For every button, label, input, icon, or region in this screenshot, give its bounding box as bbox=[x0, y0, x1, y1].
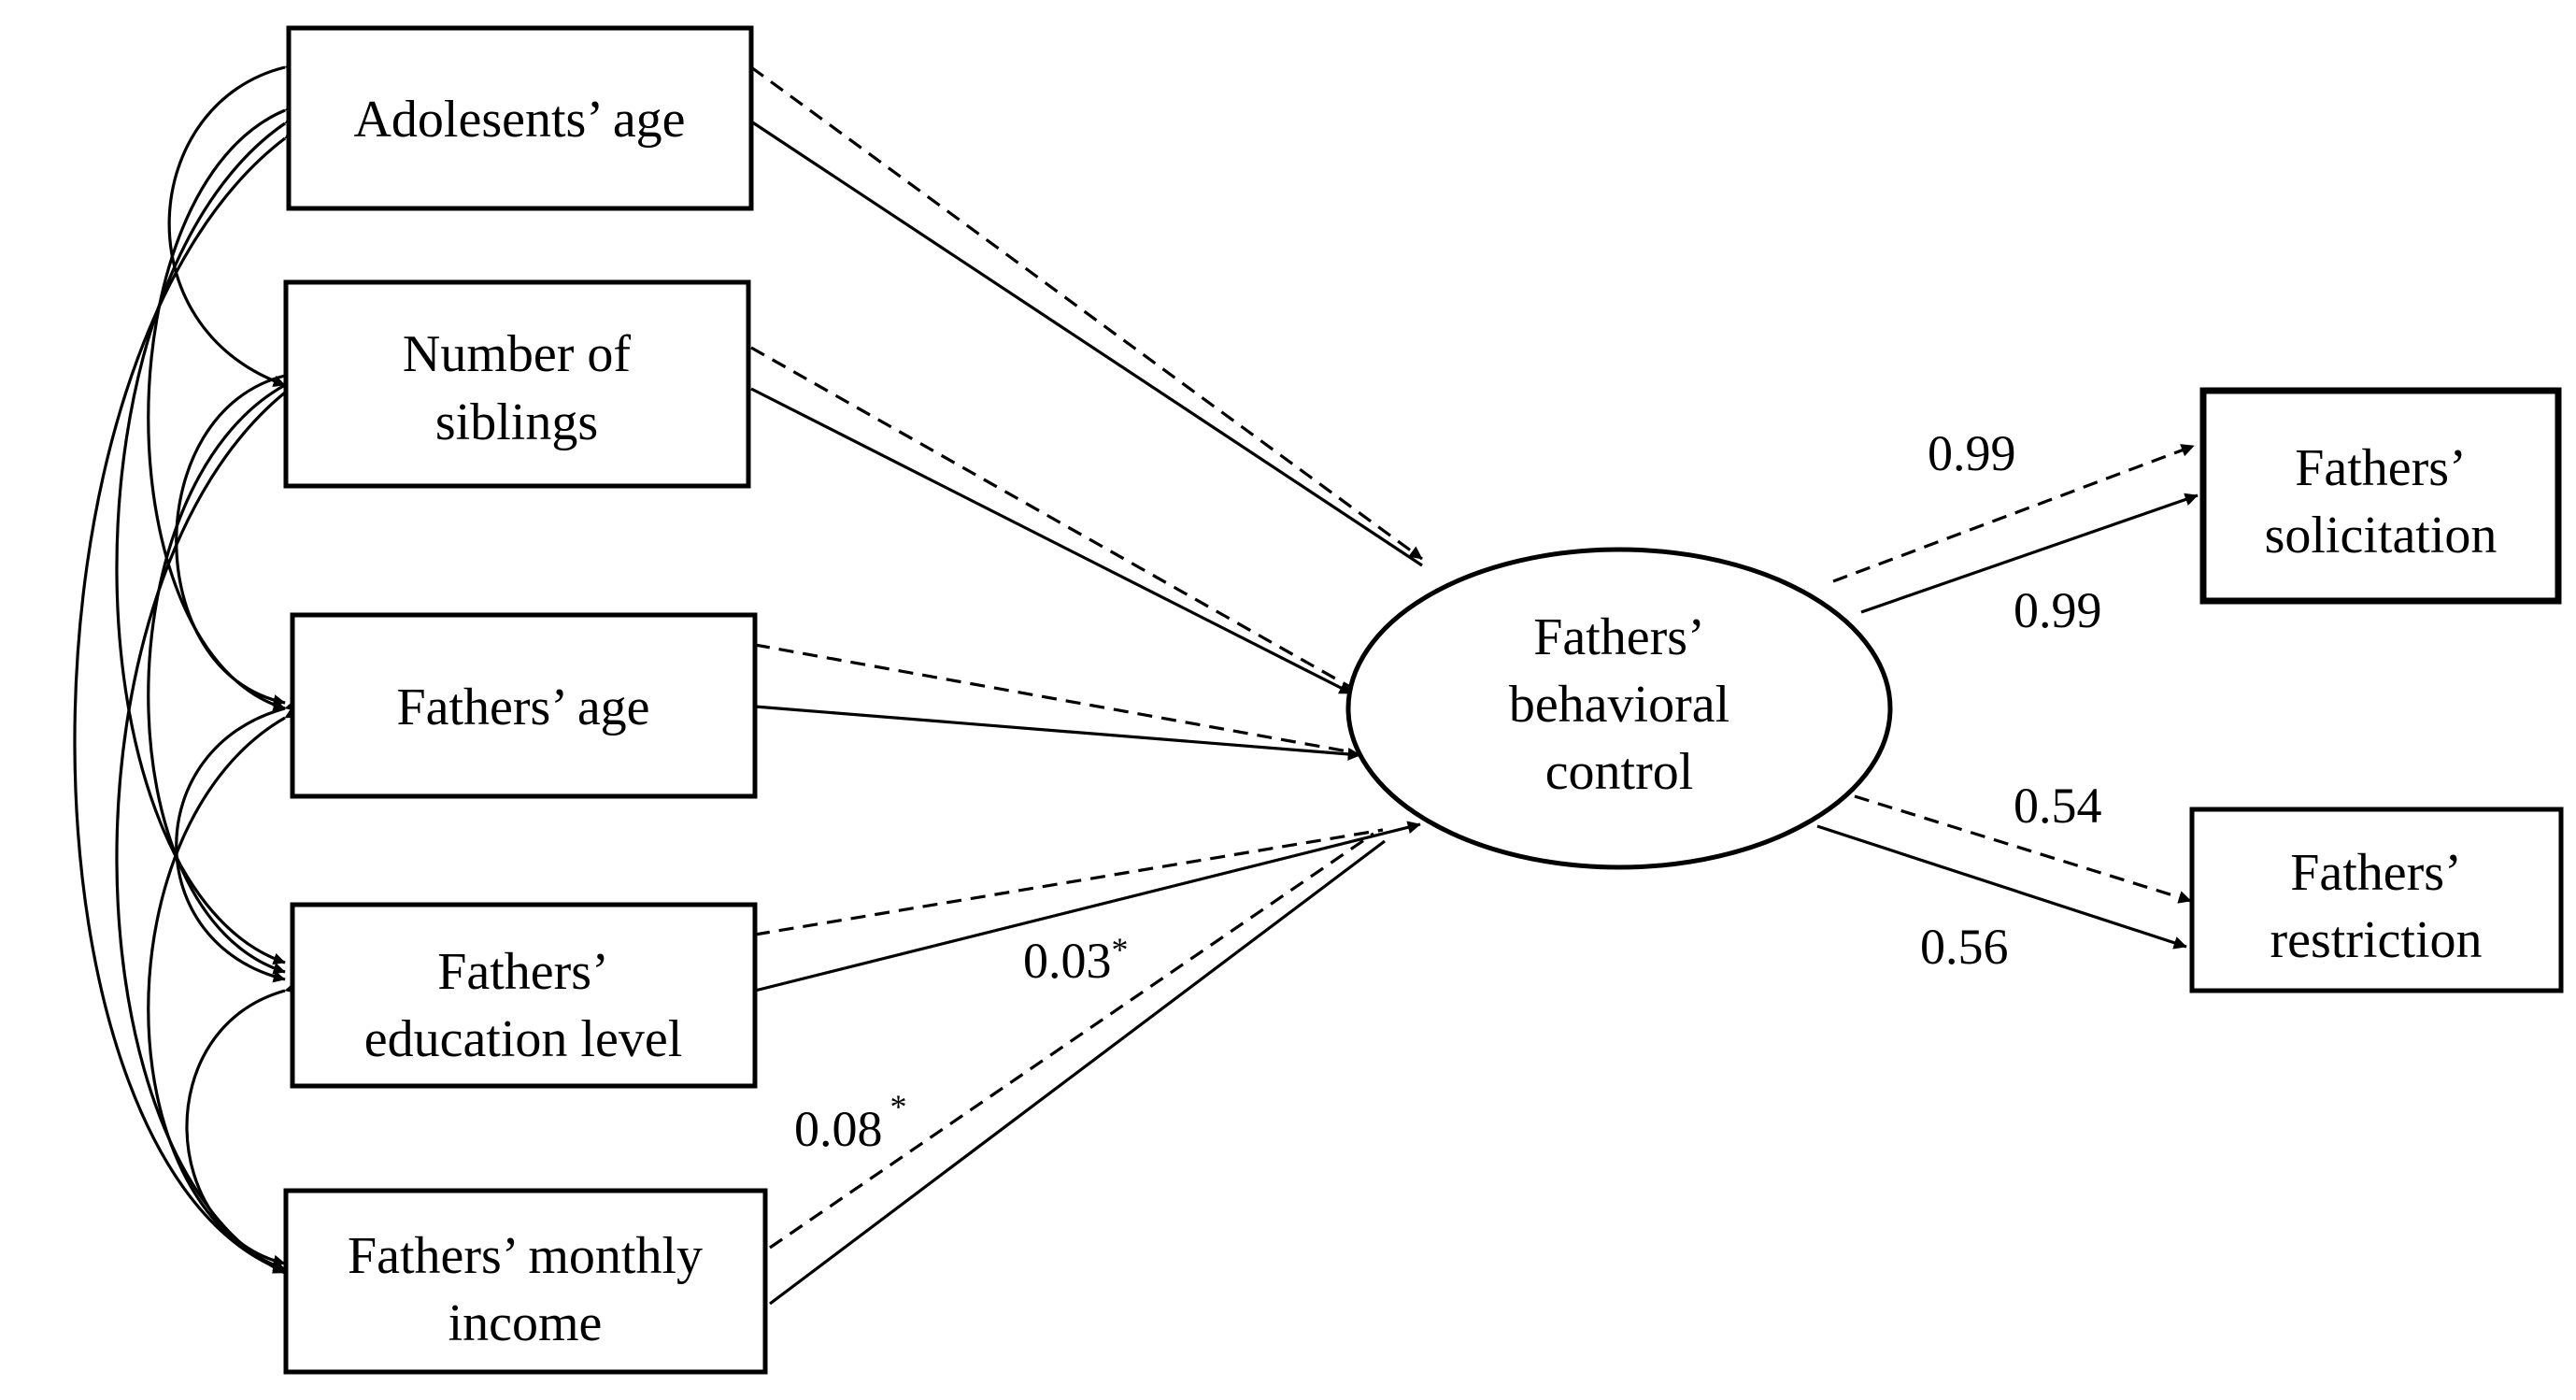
node-box bbox=[2199, 387, 2562, 605]
coefficient-labels: 0.03* 0.08* 0.99 0.99 0.54 0.56 bbox=[794, 425, 2102, 1157]
coef-income-to-control: 0.08* bbox=[794, 1088, 907, 1157]
covariance-arc bbox=[167, 58, 298, 387]
node-box bbox=[283, 279, 751, 489]
node-label-line: Number of bbox=[403, 325, 632, 383]
loading-paths bbox=[1816, 444, 2199, 950]
loading-solicitation-solid bbox=[1860, 493, 2199, 614]
loading-restriction-solid bbox=[1816, 824, 2187, 950]
coef-restriction-dashed: 0.54 bbox=[2014, 778, 2102, 834]
coef-education-to-control: 0.03* bbox=[1023, 931, 1129, 989]
node-box bbox=[286, 25, 754, 211]
path-fathers-education-solid bbox=[754, 821, 1421, 993]
latent-label-line: control bbox=[1545, 743, 1694, 801]
indicator-fathers-solicitation: Fathers’ solicitation bbox=[2199, 387, 2562, 605]
covariance-arcs bbox=[73, 58, 298, 1275]
node-label-line: Adolesents’ age bbox=[353, 91, 685, 149]
predictor-fathers-income: Fathers’ monthly income bbox=[283, 1188, 768, 1375]
node-label-line: siblings bbox=[435, 393, 598, 451]
coef-significance-mark: * bbox=[890, 1088, 907, 1125]
predictor-fathers-education: Fathers’ education level bbox=[290, 902, 758, 1089]
node-label-line: restriction bbox=[2270, 911, 2482, 969]
coef-solicitation-solid: 0.99 bbox=[2014, 582, 2102, 638]
node-label-line: Fathers’ bbox=[2295, 439, 2467, 497]
node-label-line: education level bbox=[364, 1010, 683, 1068]
coef-significance-mark: * bbox=[1112, 931, 1129, 968]
loading-solicitation-dashed bbox=[1832, 444, 2195, 583]
path-adolescents-age-solid bbox=[750, 120, 1423, 567]
predictor-fathers-age: Fathers’ age bbox=[290, 612, 758, 799]
path-fathers-income-dashed bbox=[769, 832, 1374, 1250]
latent-label-line: behavioral bbox=[1509, 676, 1729, 734]
node-box bbox=[2189, 807, 2564, 993]
path-number-of-siblings-dashed bbox=[750, 346, 1351, 689]
path-fathers-income-solid bbox=[769, 839, 1386, 1306]
latent-fathers-behavioral-control: Fathers’ behavioral control bbox=[1345, 547, 1893, 870]
covariance-arc bbox=[147, 707, 298, 1272]
covariance-arc bbox=[175, 699, 298, 983]
path-adolescents-age-dashed bbox=[750, 65, 1423, 561]
path-fathers-education-dashed bbox=[754, 828, 1384, 936]
coef-solicitation-dashed: 0.99 bbox=[1928, 425, 2016, 481]
covariance-arc bbox=[147, 374, 298, 975]
predictor-adolescents-age: Adolesents’ age bbox=[286, 25, 754, 211]
covariance-arc bbox=[115, 111, 298, 965]
covariance-arc bbox=[73, 126, 298, 1273]
path-fathers-age-solid bbox=[754, 705, 1361, 761]
node-box bbox=[283, 1188, 768, 1375]
node-label-line: solicitation bbox=[2265, 507, 2498, 564]
loading-restriction-dashed bbox=[1854, 794, 2192, 904]
node-label-line: Fathers’ age bbox=[396, 679, 649, 736]
regression-paths bbox=[750, 65, 1423, 1306]
predictor-number-of-siblings: Number of siblings bbox=[283, 279, 751, 489]
coef-restriction-solid: 0.56 bbox=[1920, 919, 2009, 975]
coef-value: 0.03 bbox=[1023, 933, 1112, 989]
node-label-line: Fathers’ bbox=[437, 943, 609, 1001]
covariance-arc bbox=[175, 366, 298, 707]
node-label-line: Fathers’ bbox=[2290, 844, 2462, 902]
path-number-of-siblings-solid bbox=[750, 387, 1353, 695]
covariance-arc bbox=[185, 981, 298, 1267]
indicator-fathers-restriction: Fathers’ restriction bbox=[2189, 807, 2564, 993]
node-label-line: Fathers’ monthly bbox=[348, 1227, 703, 1285]
node-label-line: income bbox=[448, 1294, 603, 1352]
path-fathers-age-dashed bbox=[754, 643, 1354, 754]
latent-label-line: Fathers’ bbox=[1533, 608, 1705, 666]
latent-ellipse bbox=[1345, 547, 1893, 870]
covariance-arc bbox=[115, 380, 298, 1275]
node-box bbox=[290, 612, 758, 799]
coef-value: 0.08 bbox=[794, 1101, 883, 1157]
node-box bbox=[290, 902, 758, 1089]
